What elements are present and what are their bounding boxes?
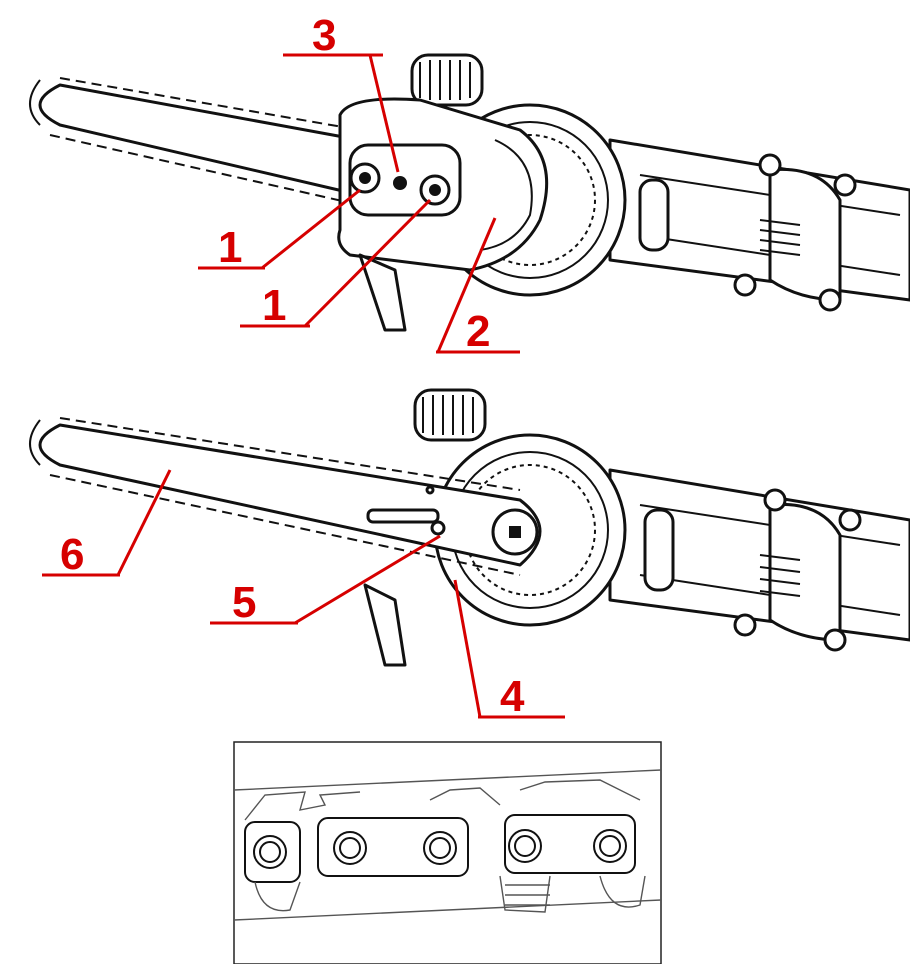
callouts <box>42 53 565 719</box>
chain-detail-inset <box>233 741 662 964</box>
callout-4-leader <box>453 579 482 718</box>
callout-label-6: 6 <box>60 530 84 579</box>
callout-3-leader <box>368 54 400 173</box>
callout-6-leader <box>116 469 172 576</box>
callout-label-1a: 1 <box>218 223 242 272</box>
callout-label-3: 3 <box>312 11 336 60</box>
callout-2-leader <box>436 217 497 353</box>
bottom-assembly <box>29 388 910 667</box>
callout-5-leader <box>294 534 441 625</box>
callout-label-1b: 1 <box>262 281 286 330</box>
callout-1a-leader <box>261 188 361 270</box>
callout-labels: 3 1 1 2 6 5 4 <box>60 11 525 721</box>
callout-label-2: 2 <box>466 307 490 356</box>
callout-1b-leader <box>303 198 432 328</box>
callout-label-4: 4 <box>500 672 525 721</box>
top-assembly <box>29 53 910 332</box>
callout-label-5: 5 <box>232 578 256 627</box>
